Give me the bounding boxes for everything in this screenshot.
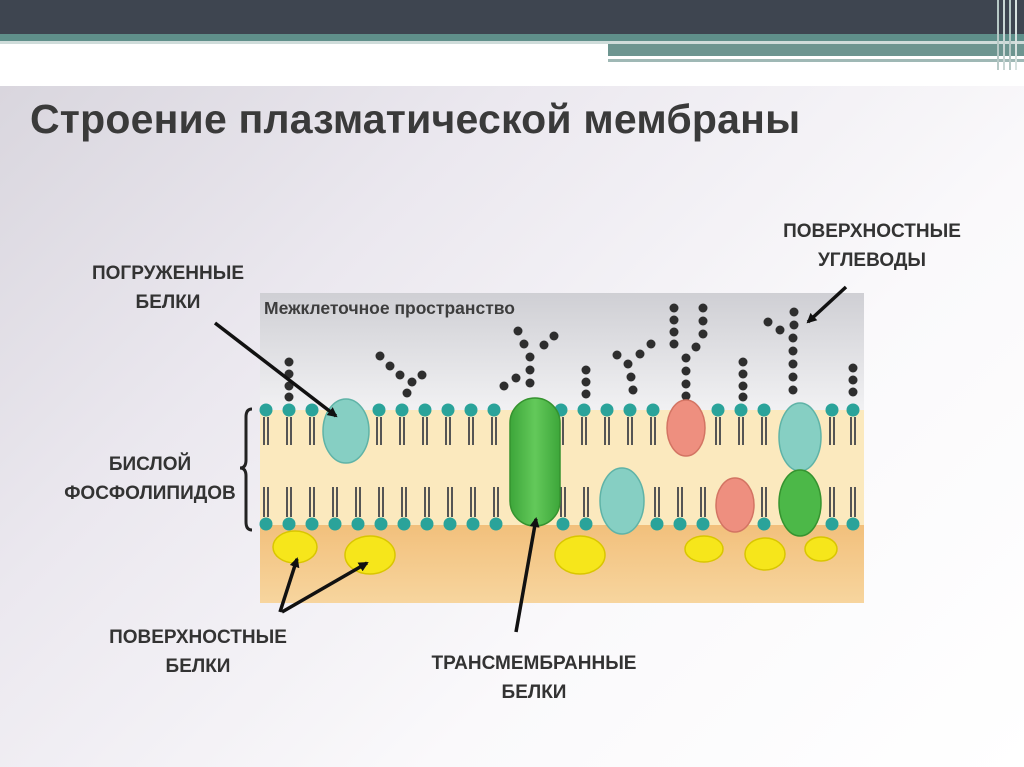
transmembrane-protein-green-bottom [778, 469, 822, 537]
label-surface-carbohydrates-line2: УГЛЕВОДЫ [817, 250, 927, 271]
arrow-surface-carbohydrates [806, 285, 848, 324]
label-surface-carbohydrates-line1: ПОВЕРХНОСТНЫЕ [783, 221, 961, 242]
lipid-tails [263, 417, 856, 517]
label-surface-proteins-line2: БЕЛКИ [165, 656, 231, 677]
slide-accent-stripe-right [608, 44, 1024, 56]
label-surface-carbohydrates: ПОВЕРХНОСТНЫЕ УГЛЕВОДЫ [740, 217, 1004, 275]
arrow-transmembrane-proteins [514, 517, 540, 633]
slide-top-bar [0, 0, 1024, 34]
label-transmembrane-proteins-line2: БЕЛКИ [501, 682, 567, 703]
label-arrows [213, 285, 848, 633]
arrow-surface-proteins-left [278, 557, 300, 613]
bilayer-bracket [239, 407, 253, 532]
immersed-protein-inner [599, 467, 645, 535]
pink-protein-outer [666, 399, 706, 457]
surface-proteins [272, 530, 838, 575]
slide-corner-lines [997, 0, 1017, 70]
label-immersed-proteins-line2: БЕЛКИ [135, 292, 201, 313]
slide-accent-stripe-right-thin [608, 59, 1024, 62]
label-phospholipid-bilayer-line1: БИСЛОЙ [108, 454, 192, 475]
extracellular-space-label: Межклеточное пространство [264, 298, 515, 318]
label-surface-proteins-line1: ПОВЕРХНОСТНЫЕ [109, 627, 287, 648]
lipid-heads-inner [259, 517, 860, 531]
label-transmembrane-proteins-line1: ТРАНСМЕМБРАННЫЕ [431, 653, 637, 674]
label-immersed-proteins: ПОГРУЖЕННЫЕ БЕЛКИ [58, 259, 278, 317]
label-immersed-proteins-line1: ПОГРУЖЕННЫЕ [91, 263, 244, 284]
surface-carbohydrate-chains [284, 303, 858, 402]
arrow-immersed-proteins [213, 321, 338, 418]
slide-title: Строение плазматической мембраны [30, 96, 801, 142]
immersed-protein-left [322, 398, 370, 464]
transmembrane-protein-green [509, 397, 561, 527]
label-phospholipid-bilayer-line2: ФОСФОЛИПИДОВ [64, 483, 236, 504]
pink-protein-inner [715, 477, 755, 533]
transmembrane-protein-teal-top [778, 402, 822, 472]
slide-accent-stripe [0, 34, 1024, 41]
arrow-surface-proteins-right [281, 561, 369, 614]
label-surface-proteins: ПОВЕРХНОСТНЫЕ БЕЛКИ [60, 623, 336, 681]
label-transmembrane-proteins: ТРАНСМЕМБРАННЫЕ БЕЛКИ [384, 649, 684, 707]
slide-accent-stripe-light [0, 41, 1024, 44]
label-phospholipid-bilayer: БИСЛОЙ ФОСФОЛИПИДОВ [60, 450, 240, 508]
extracellular-region [260, 293, 864, 410]
lipid-heads-outer [259, 403, 860, 417]
